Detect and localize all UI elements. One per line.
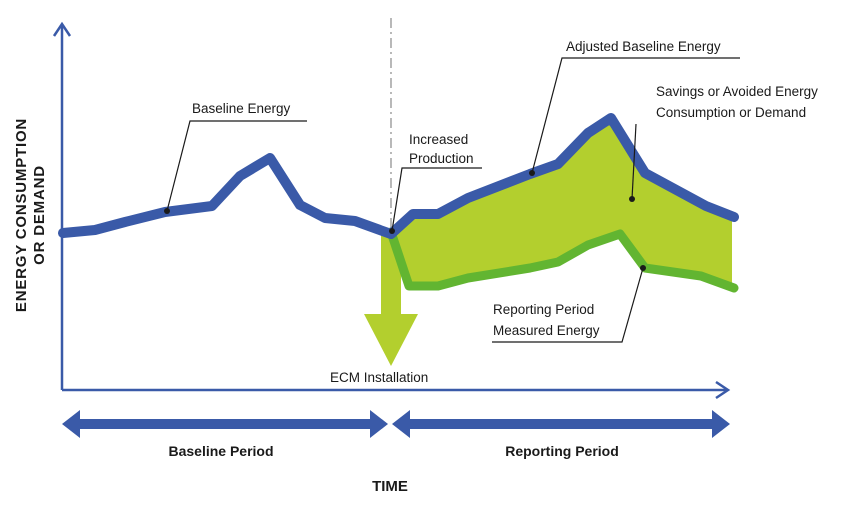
- y-axis-title-line2: OR DEMAND: [31, 165, 48, 265]
- increased-production-label-2: Production: [409, 151, 474, 166]
- savings-label-1: Savings or Avoided Energy: [656, 84, 818, 99]
- adjusted-baseline-label: Adjusted Baseline Energy: [566, 39, 721, 54]
- savings-area: [391, 118, 732, 286]
- baseline-period-label: Baseline Period: [168, 443, 273, 459]
- x-axis-title: TIME: [372, 478, 408, 495]
- baseline-energy-label: Baseline Energy: [192, 101, 291, 116]
- y-axis-arrowhead: [52, 21, 72, 37]
- callout-dots: [164, 170, 646, 271]
- y-axis-title: ENERGY CONSUMPTION OR DEMAND: [13, 118, 48, 312]
- reporting-period-label: Reporting Period: [505, 443, 619, 459]
- y-axis-title-line1: ENERGY CONSUMPTION: [13, 118, 30, 312]
- measured-energy-label-2: Measured Energy: [493, 323, 600, 338]
- ecm-installation-label: ECM Installation: [330, 370, 428, 385]
- measured-energy-line: [386, 227, 739, 293]
- increased-production-label-1: Increased: [409, 132, 468, 147]
- baseline-energy-line: [58, 113, 739, 239]
- savings-label-2: Consumption or Demand: [656, 105, 806, 120]
- baseline-period-arrow: [62, 410, 388, 438]
- callout-leaders: [166, 57, 740, 343]
- ecm-down-arrow: [364, 232, 418, 366]
- measured-energy-label-1: Reporting Period: [493, 302, 594, 317]
- reporting-period-arrow: [392, 410, 730, 438]
- x-axis-arrowhead: [715, 380, 731, 400]
